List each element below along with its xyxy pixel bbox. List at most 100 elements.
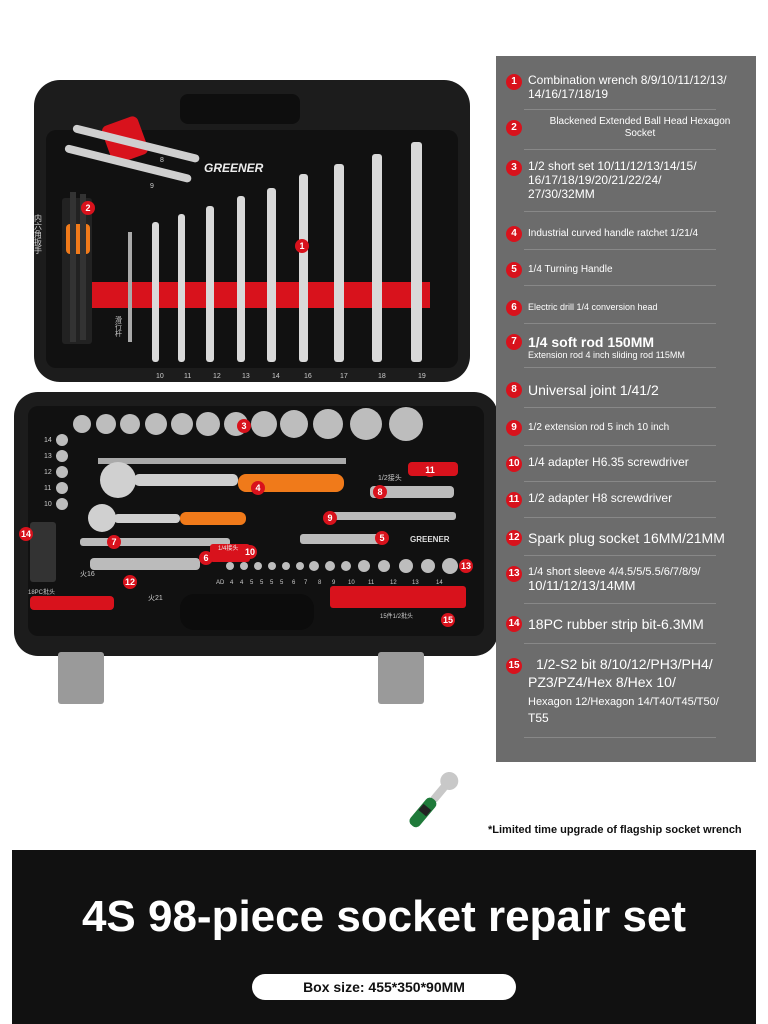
spark-socket-large (30, 596, 114, 610)
slide-bar-label: 滑行杆 (115, 315, 123, 338)
wrench-size-9: 9 (150, 183, 154, 190)
spec-number: 5 (506, 262, 522, 278)
svg-text:7: 7 (111, 537, 116, 547)
spec-row-11: 11 1/2 adapter H8 screwdriver (496, 491, 756, 518)
spark-plug-socket (90, 558, 200, 570)
wrench-size-10: 10 (156, 373, 164, 380)
spec-text: 1/2 short set 10/11/12/13/14/15/16/17/18… (528, 159, 697, 201)
svg-text:5: 5 (379, 533, 384, 543)
svg-text:6: 6 (203, 553, 208, 563)
hex-key-label: 内六角扳手 (34, 213, 43, 255)
ad-label: AD (216, 580, 225, 586)
drill-adapter (210, 544, 250, 562)
banner-title: 4S 98-piece socket repair set (81, 892, 687, 941)
universal-joint (370, 486, 454, 498)
svg-text:10: 10 (245, 547, 255, 557)
spec-text: 1/2 adapter H8 screwdriver (528, 491, 673, 505)
wrench-size-13: 13 (242, 373, 250, 380)
spec-text: 18PC rubber strip bit-6.3MM (528, 616, 704, 632)
spec-row-15: 15 1/2-S2 bit 8/10/12/PH3/PH4/ PZ3/PZ4/H… (496, 656, 756, 738)
case-handle-bottom (180, 594, 314, 630)
upgrade-note: *Limited time upgrade of flagship socket… (488, 824, 742, 836)
slide-bar (128, 232, 132, 342)
svg-text:4: 4 (230, 580, 234, 586)
latch-left (58, 652, 104, 704)
soft-rod (80, 538, 230, 546)
spec-number: 10 (506, 456, 522, 472)
wrench-size-8: 8 (160, 157, 164, 164)
spec-text-line2: PZ3/PZ4/Hex 8/Hex 10/ (528, 674, 676, 690)
spec-number: 3 (506, 160, 522, 176)
case-handle-top (180, 94, 300, 124)
spec-row-3: 3 1/2 short set 10/11/12/13/14/15/16/17/… (496, 159, 756, 212)
svg-text:13: 13 (461, 561, 471, 571)
wrench-size-19: 19 (418, 373, 426, 380)
spec-text: Electric drill 1/4 conversion head (528, 302, 658, 312)
flagship-ratchet-image (409, 772, 459, 828)
left-socket-size-12: 12 (44, 469, 52, 476)
extension-rod (326, 512, 456, 520)
svg-text:8: 8 (377, 487, 382, 497)
svg-text:5: 5 (270, 580, 274, 586)
spec-text-line4: T55 (528, 711, 549, 725)
svg-text:4: 4 (255, 483, 260, 493)
left-socket-size-14: 14 (44, 437, 52, 444)
spec-number: 11 (506, 492, 522, 508)
svg-text:15: 15 (443, 615, 453, 625)
bits15-label: 15件1/2批头 (380, 612, 413, 620)
spec-text: Industrial curved handle ratchet 1/21/4 (528, 228, 699, 239)
spec-row-13: 13 1/4 short sleeve 4/4.5/5/5.5/6/7/8/9/… (496, 566, 756, 604)
spec-row-12: 12 Spark plug socket 16MM/21MM (496, 530, 756, 556)
socket-row (73, 407, 423, 441)
wrench-size-18: 18 (378, 373, 386, 380)
spec-number: 13 (506, 566, 522, 582)
lid-tray (46, 130, 458, 368)
wrench-size-17: 17 (340, 373, 348, 380)
spec-text: 1/4 adapter H6.35 screwdriver (528, 455, 689, 469)
spec-number: 8 (506, 382, 522, 398)
svg-text:8: 8 (318, 580, 322, 586)
svg-text:1: 1 (299, 241, 304, 251)
spec-number: 15 (506, 658, 522, 674)
spec-text: Combination wrench 8/9/10/11/12/13/14/16… (528, 73, 727, 101)
spec-panel: 1 Combination wrench 8/9/10/11/12/13/14/… (496, 56, 756, 762)
spec-text: Spark plug socket 16MM/21MM (528, 530, 725, 546)
svg-text:10: 10 (348, 580, 355, 586)
left-socket-column (56, 434, 68, 510)
turning-handle (300, 534, 380, 544)
bit-strip (30, 522, 56, 582)
svg-text:9: 9 (327, 513, 332, 523)
fire21-label: 火21 (148, 594, 163, 602)
small-wrenches (64, 124, 200, 183)
brand-logo-lid: GREENER (204, 161, 264, 175)
spec-row-6: 6 Electric drill 1/4 conversion head (496, 300, 756, 324)
callout-markers: 1 2 3 4 5 6 7 8 9 10 11 12 13 14 15 (19, 201, 473, 627)
spec-row-4: 4 Industrial curved handle ratchet 1/21/… (496, 226, 756, 250)
ratchet-small (88, 504, 246, 532)
wrench-size-12: 12 (213, 373, 221, 380)
svg-text:14: 14 (21, 529, 31, 539)
spec-row-9: 9 1/2 extension rod 5 inch 10 inch (496, 420, 756, 446)
left-socket-size-11: 11 (44, 485, 51, 492)
fire16-label: 火16 (80, 570, 95, 578)
svg-text:4: 4 (240, 580, 244, 586)
latch-right (378, 652, 424, 704)
tool-case-illustration: 8 9 GREENER 内六角扳手 滑行杆 10 11 12 13 14 16 … (14, 80, 498, 704)
spec-text: 1/2 extension rod 5 inch 10 inch (528, 422, 670, 433)
svg-text:11: 11 (425, 465, 435, 475)
spec-text-line3: Hexagon 12/Hexagon 14/T40/T45/T50/ (528, 696, 719, 708)
left-socket-size-13: 13 (44, 453, 52, 460)
wrench-size-16: 16 (304, 373, 312, 380)
svg-text:3: 3 (241, 421, 246, 431)
short-sleeve-sizes: 4 4 5 5 5 5 6 7 8 9 10 11 12 13 14 (230, 580, 443, 586)
svg-text:7: 7 (304, 580, 308, 586)
spec-number: 7 (506, 334, 522, 350)
joint-label: 1/2接头 (378, 473, 402, 482)
bit-set-15 (330, 586, 466, 608)
svg-text:14: 14 (436, 580, 443, 586)
spec-number: 6 (506, 300, 522, 316)
brand-logo-base: GREENER (410, 535, 450, 544)
